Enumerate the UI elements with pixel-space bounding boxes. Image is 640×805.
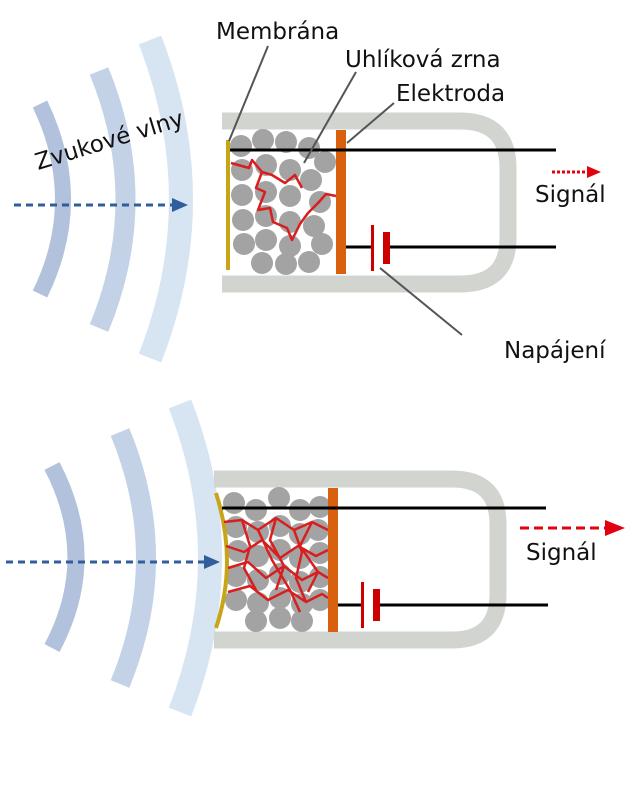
leader-membrane — [228, 45, 269, 142]
membrane-top — [226, 140, 230, 270]
grain — [300, 169, 322, 191]
casing-bottom — [214, 470, 507, 649]
current-path — [261, 170, 304, 189]
grain — [251, 252, 273, 274]
battery-top — [371, 225, 390, 271]
grain — [225, 589, 247, 611]
grain — [309, 566, 331, 588]
electrode-bottom — [328, 488, 338, 632]
label-membrane: Membrána — [216, 19, 339, 45]
bottom-microphone: Signál — [6, 399, 625, 717]
top-microphone: Membrána Uhlíková zrna Elektroda Zvukové… — [14, 19, 606, 364]
battery-plate-short — [383, 232, 390, 264]
current-path — [230, 158, 337, 242]
membrane-bottom — [214, 492, 229, 629]
label-carbon-grains: Uhlíková zrna — [345, 47, 501, 73]
grain — [275, 253, 297, 275]
leader-power — [379, 267, 463, 336]
battery-bottom — [361, 582, 380, 628]
sound-waves-top — [32, 35, 193, 363]
grain — [289, 499, 311, 521]
sound-waves-bottom — [44, 399, 222, 717]
grain — [279, 185, 301, 207]
label-signal-bottom: Signál — [526, 540, 597, 566]
grain — [291, 610, 313, 632]
current-paths-bottom — [223, 516, 329, 613]
grain — [233, 233, 255, 255]
grain — [223, 492, 245, 514]
grain — [289, 571, 311, 593]
grain — [268, 487, 290, 509]
label-power: Napájení — [504, 338, 606, 364]
grain — [298, 137, 320, 159]
grain — [245, 499, 267, 521]
grain — [255, 229, 277, 251]
wave-arc-2 — [89, 67, 136, 332]
electrode-top — [336, 130, 346, 274]
current-path — [292, 529, 308, 603]
sound-arrowhead-bottom — [204, 555, 220, 569]
wave-arc-2 — [110, 428, 156, 688]
leader-carbon-grains — [303, 71, 357, 164]
grain — [307, 519, 329, 541]
current-path — [256, 529, 302, 613]
grain — [309, 589, 331, 611]
grain — [275, 131, 297, 153]
wave-arc-3 — [138, 35, 193, 363]
current-path — [298, 521, 320, 593]
grain — [298, 251, 320, 273]
leader-lines-top — [228, 45, 463, 336]
grain — [245, 610, 267, 632]
battery-plate-short — [373, 589, 380, 621]
label-signal-top: Signál — [535, 182, 606, 208]
grain — [311, 233, 333, 255]
grain — [231, 184, 253, 206]
leader-electrode — [346, 102, 395, 144]
battery-plate-long — [361, 582, 364, 628]
signal-arrowhead-top — [587, 166, 601, 178]
grain — [291, 593, 313, 615]
grain — [269, 607, 291, 629]
grain — [279, 235, 301, 257]
grain — [232, 209, 254, 231]
casing-top — [222, 112, 517, 293]
grain — [247, 545, 269, 567]
grain — [314, 151, 336, 173]
grain — [230, 135, 252, 157]
grain — [303, 215, 325, 237]
wave-arc-1 — [32, 100, 71, 298]
wave-arc-1 — [44, 462, 85, 652]
grain — [252, 129, 274, 151]
sound-arrowhead-top — [172, 198, 188, 212]
current-path — [268, 517, 286, 591]
battery-plate-long — [371, 225, 374, 271]
grain — [231, 159, 253, 181]
signal-arrowhead-bottom — [605, 520, 625, 536]
current-paths-top — [230, 158, 337, 242]
current-path — [240, 519, 258, 591]
current-path — [227, 584, 329, 604]
label-electrode: Elektroda — [396, 81, 505, 107]
grain — [225, 565, 247, 587]
